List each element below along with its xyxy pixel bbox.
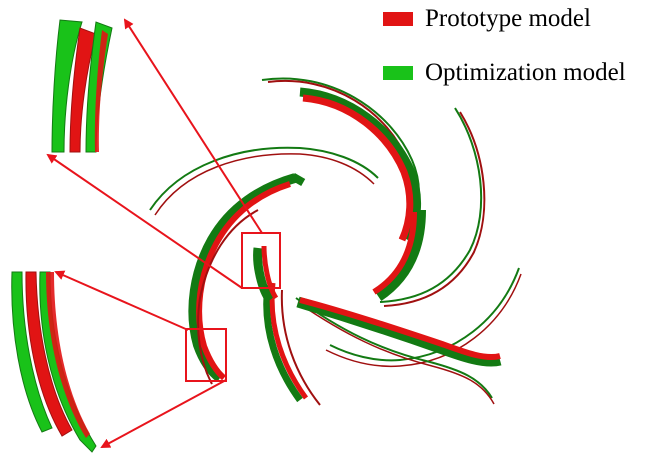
inset-top-left <box>51 19 113 153</box>
legend-swatch-optimization <box>383 66 413 80</box>
arrow-left-to-bottom-inset-top <box>54 270 189 331</box>
legend-label-prototype: Prototype model <box>425 5 591 32</box>
impeller-blades <box>149 77 522 406</box>
legend-label-optimization: Optimization model <box>425 59 626 86</box>
blade-right <box>325 107 522 368</box>
blade-center-piece <box>253 245 279 303</box>
legend-item-optimization: Optimization model <box>383 58 626 88</box>
blade-top <box>261 77 422 243</box>
arrow-center-to-top-inset-tip <box>123 18 263 234</box>
blade-left <box>149 146 379 385</box>
highlight-box-left <box>185 328 227 382</box>
arrow-center-to-top-inset-base <box>46 153 243 289</box>
legend-swatch-prototype <box>383 12 413 26</box>
blade-bottom <box>263 282 502 406</box>
inset-bottom-left <box>11 271 97 453</box>
callout-arrows <box>46 18 263 448</box>
legend-item-prototype: Prototype model <box>383 4 591 34</box>
arrow-left-to-bottom-inset-bottom <box>100 379 227 448</box>
